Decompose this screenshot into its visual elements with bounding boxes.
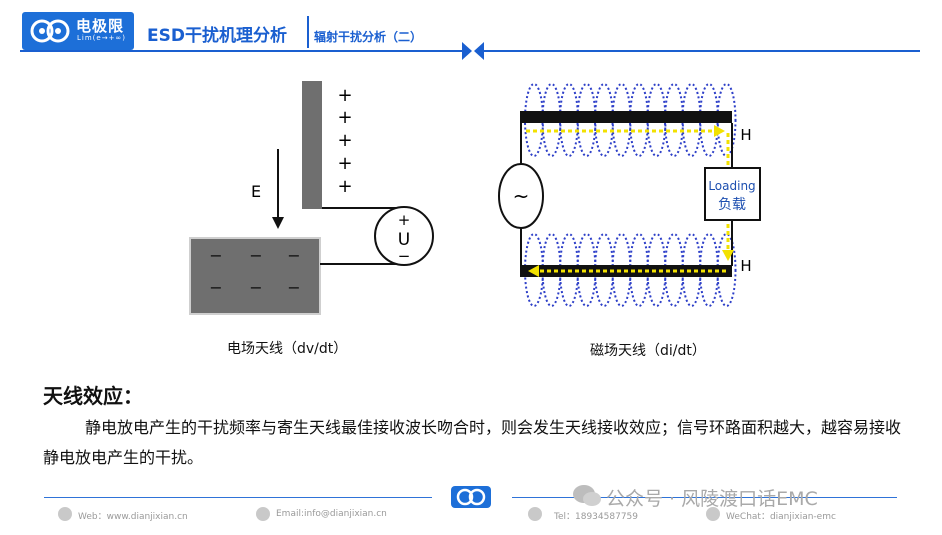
minus-charge: − xyxy=(287,278,300,297)
load-box xyxy=(704,167,761,221)
header-rule-right xyxy=(484,50,920,52)
footer-email: Email:info@dianjixian.cn xyxy=(276,509,387,519)
current-arrowhead-bottom xyxy=(528,265,539,277)
conductor-top xyxy=(520,111,732,123)
caption-electric-antenna: 电场天线（dv/dt） xyxy=(227,341,348,357)
email-icon xyxy=(256,507,270,521)
page-subtitle: 辐射干扰分析（二） xyxy=(314,30,423,44)
header-divider xyxy=(307,16,309,48)
minus-charge: − xyxy=(249,246,262,265)
ac-source xyxy=(498,163,544,229)
magnetic-field-antenna-diagram: ~ Loading 负载 H H xyxy=(498,83,761,307)
plus-charge: + xyxy=(337,153,352,174)
plus-charge: + xyxy=(337,107,352,128)
plus-charge: + xyxy=(337,85,352,106)
footer-wechat: WeChat：dianjixian-emc xyxy=(726,512,836,522)
current-arrowhead-right xyxy=(722,250,734,261)
logo-subtext: Lim(e→+∞) xyxy=(77,34,126,42)
plus-charge: + xyxy=(337,130,352,151)
minus-charge: − xyxy=(249,278,262,297)
h-label-top: H xyxy=(740,126,751,144)
voltage-source xyxy=(374,206,434,266)
footer-web: Web：www.dianjixian.cn xyxy=(78,512,188,522)
load-label-en: Loading xyxy=(708,179,755,193)
footer-tel: Tel：18934587759 xyxy=(554,512,638,522)
minus-charge: − xyxy=(209,278,222,297)
page-title: ESD干扰机理分析 xyxy=(147,26,287,46)
section-heading: 天线效应： xyxy=(43,384,143,408)
source-plus: + xyxy=(398,211,411,229)
footer-rule-left xyxy=(44,497,432,498)
field-arrowhead xyxy=(272,217,284,229)
watermark-text: 公众号 · 风陵渡口话EMC xyxy=(606,488,818,510)
electric-field-antenna-diagram: + + + + + E − − − − − − + U − xyxy=(189,81,434,315)
ac-symbol: ~ xyxy=(513,184,530,208)
source-label-u: U xyxy=(398,230,410,250)
infinity-logo-icon xyxy=(30,19,70,43)
phone-icon xyxy=(528,507,542,521)
web-icon xyxy=(58,507,72,521)
plus-charge: + xyxy=(337,176,352,197)
footer-rule-right xyxy=(512,497,897,498)
field-label-e: E xyxy=(251,182,261,201)
vertical-plate xyxy=(302,81,322,209)
h-label-bottom: H xyxy=(740,257,751,275)
section-paragraph: 静电放电产生的干扰频率与寄生天线最佳接收波长吻合时，则会发生天线接收效应；信号环… xyxy=(43,418,902,467)
horizontal-plate xyxy=(189,237,321,315)
header-rule-left xyxy=(20,50,464,52)
brand-logo: 电极限 Lim(e→+∞) xyxy=(22,12,134,50)
caption-magnetic-antenna: 磁场天线（di/dt） xyxy=(590,343,706,359)
source-minus: − xyxy=(398,247,411,265)
current-arrowhead-top xyxy=(714,125,725,137)
bowtie-icon xyxy=(462,42,484,60)
wechat-icon xyxy=(706,507,720,521)
load-label-cn: 负载 xyxy=(718,197,746,213)
logo-text: 电极限 xyxy=(76,17,125,35)
wechat-watermark-icon xyxy=(573,485,601,506)
minus-charge: − xyxy=(287,246,300,265)
minus-charge: − xyxy=(209,246,222,265)
footer-infinity-logo-icon xyxy=(451,486,491,508)
